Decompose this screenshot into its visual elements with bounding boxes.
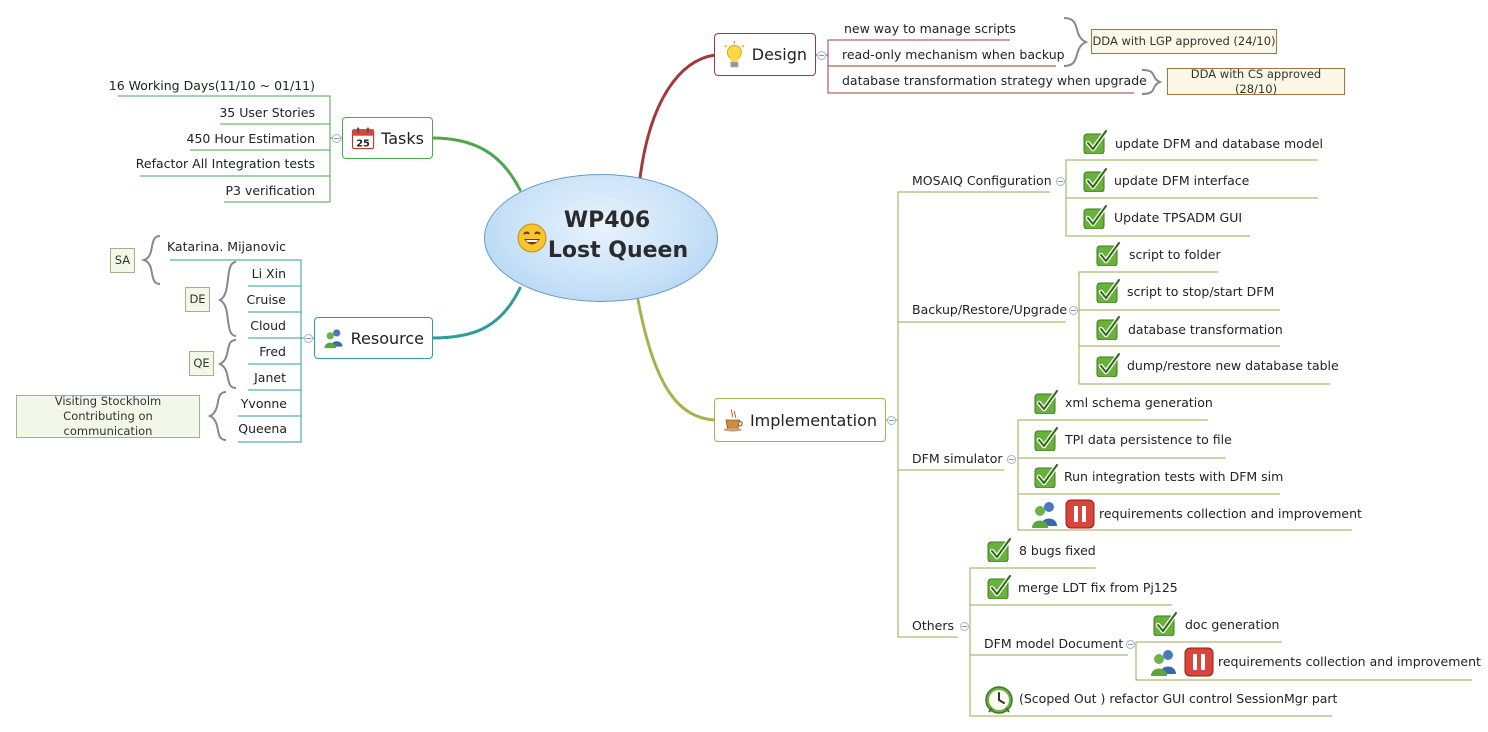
tasks-branch-line xyxy=(430,136,522,192)
design-note-lgp: DDA with LGP approved (24/10) xyxy=(1091,29,1277,54)
resource-person-cruise: Cruise xyxy=(246,292,286,307)
tasks-item-working-days: 16 Working Days(11/10 ~ 01/11) xyxy=(108,78,315,93)
check-icon xyxy=(1096,353,1120,377)
check-icon xyxy=(1034,390,1058,414)
resource-person-queena: Queena xyxy=(238,421,287,436)
others-item-merge-ldt: merge LDT fix from Pj125 xyxy=(1018,580,1178,595)
dfm-simulator-label[interactable]: DFM simulator xyxy=(912,451,1003,466)
check-icon xyxy=(1034,427,1058,451)
tasks-topic[interactable]: 25 Tasks xyxy=(342,117,433,159)
mosaiq-config-label[interactable]: MOSAIQ Configuration xyxy=(912,173,1052,188)
calendar-day: 25 xyxy=(356,138,370,149)
resource-person-janet: Janet xyxy=(254,370,286,385)
others-label[interactable]: Others xyxy=(912,618,955,633)
backup-collapse-toggle[interactable] xyxy=(1069,306,1078,315)
backup-restore-label[interactable]: Backup/Restore/Upgrade xyxy=(912,302,1068,317)
resource-branch-line xyxy=(430,286,522,340)
laughing-smiley-icon xyxy=(517,223,547,253)
resource-topic[interactable]: Resource xyxy=(314,317,433,359)
coffee-cup-icon xyxy=(723,409,743,432)
tasks-item-p3-verification: P3 verification xyxy=(225,183,315,198)
resource-collapse-toggle[interactable] xyxy=(304,334,313,343)
design-topic[interactable]: Design xyxy=(714,33,816,76)
tasks-item-user-stories: 35 User Stories xyxy=(219,105,315,120)
pause-icon xyxy=(1184,647,1214,677)
resource-braces xyxy=(140,235,237,441)
design-braces xyxy=(1063,17,1163,95)
implementation-collapse-toggle[interactable] xyxy=(887,416,896,425)
users-icon xyxy=(1032,502,1057,528)
mosaiq-item-dfm-interface: update DFM interface xyxy=(1114,173,1250,188)
others-item-bugs-fixed: 8 bugs fixed xyxy=(1019,543,1096,558)
check-icon xyxy=(987,538,1011,562)
check-icon xyxy=(1083,168,1107,192)
resource-person-li-xin: Li Xin xyxy=(251,266,286,281)
users-icon xyxy=(324,329,343,349)
check-icon xyxy=(1153,612,1177,636)
calendar-icon: 25 xyxy=(351,127,375,149)
tasks-collapse-toggle[interactable] xyxy=(332,134,341,143)
dfmsim-item-xml-schema: xml schema generation xyxy=(1065,395,1213,410)
implementation-label: Implementation xyxy=(749,410,877,430)
visiting-note: Visiting Stockholm Contributing on commu… xyxy=(16,394,200,438)
check-icon xyxy=(1034,464,1058,488)
others-item-scoped-out: (Scoped Out ) refactor GUI control Sessi… xyxy=(1019,691,1338,706)
check-icon xyxy=(987,575,1011,599)
check-icon xyxy=(1083,130,1107,154)
resource-connectors xyxy=(170,259,314,443)
dfm-doc-collapse-toggle[interactable] xyxy=(1126,640,1135,649)
implementation-branch-line xyxy=(636,298,717,422)
mosaiq-item-tpsadm-gui: Update TPSADM GUI xyxy=(1114,210,1243,225)
resource-person-katarina: Katarina. Mijanovic xyxy=(166,239,286,254)
tasks-label: Tasks xyxy=(381,128,424,148)
check-icon xyxy=(1096,279,1120,303)
central-topic-title-line2: Lost Queen xyxy=(547,238,689,263)
resource-label: Resource xyxy=(350,328,424,348)
design-note-cs: DDA with CS approved (28/10) xyxy=(1167,67,1345,96)
dfm-model-doc-label[interactable]: DFM model Document xyxy=(984,636,1124,651)
design-branch-line xyxy=(638,53,717,180)
visiting-note-line1: Visiting Stockholm xyxy=(54,394,162,408)
check-icon xyxy=(1096,242,1120,266)
role-qe-label: QE xyxy=(189,351,214,376)
others-collapse-toggle[interactable] xyxy=(960,622,969,631)
design-label: Design xyxy=(751,45,807,64)
design-collapse-toggle[interactable] xyxy=(817,51,826,60)
implementation-topic[interactable]: Implementation xyxy=(714,398,886,442)
role-de-label: DE xyxy=(185,287,210,312)
design-item-read-only: read-only mechanism when backup xyxy=(842,47,1065,62)
backup-item-script-folder: script to folder xyxy=(1129,247,1221,262)
check-icon xyxy=(1083,205,1107,229)
dfmdoc-item-doc-generation: doc generation xyxy=(1185,617,1280,632)
design-item-manage-scripts: new way to manage scripts xyxy=(844,21,1016,36)
dfmsim-collapse-toggle[interactable] xyxy=(1007,455,1016,464)
visiting-note-line2: Contributing on communication xyxy=(63,409,153,438)
design-item-db-transformation: database transformation strategy when up… xyxy=(842,73,1147,88)
backup-item-dump-restore: dump/restore new database table xyxy=(1127,358,1339,373)
users-icon xyxy=(1151,650,1176,676)
role-sa-label: SA xyxy=(110,248,135,273)
dfmsim-item-requirements: requirements collection and improvement xyxy=(1099,506,1362,521)
backup-item-db-transformation: database transformation xyxy=(1128,322,1283,337)
resource-person-yvonne: Yvonne xyxy=(240,396,287,411)
dfmsim-item-tpi-persistence: TPI data persistence to file xyxy=(1065,432,1232,447)
check-icon xyxy=(1096,316,1120,340)
dfmsim-item-integration-tests: Run integration tests with DFM sim xyxy=(1064,469,1284,484)
tasks-item-refactor-tests: Refactor All Integration tests xyxy=(135,156,315,171)
central-topic-title-line1: WP406 xyxy=(563,208,651,233)
mosaiq-collapse-toggle[interactable] xyxy=(1056,177,1065,186)
pause-icon xyxy=(1065,499,1095,529)
mosaiq-item-dfm-db-model: update DFM and database model xyxy=(1115,136,1323,151)
lightbulb-icon xyxy=(724,40,745,67)
resource-person-fred: Fred xyxy=(259,344,286,359)
alarm-clock-icon xyxy=(985,686,1013,714)
resource-person-cloud: Cloud xyxy=(250,318,286,333)
dfmdoc-item-requirements: requirements collection and improvement xyxy=(1218,654,1481,669)
tasks-item-hour-estimation: 450 Hour Estimation xyxy=(186,131,315,146)
backup-item-stop-start: script to stop/start DFM xyxy=(1127,284,1275,299)
